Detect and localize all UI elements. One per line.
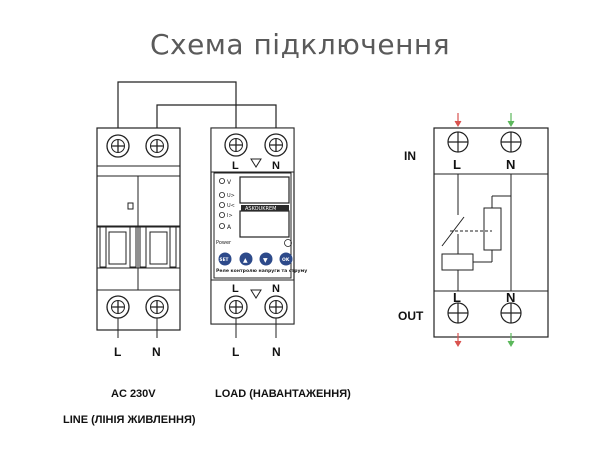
indicator-label-2: U<: [227, 203, 235, 209]
arrow-out-live-icon: [454, 333, 462, 347]
schematic-top-n: N: [506, 157, 515, 172]
relay-terminal-top-l: [224, 133, 248, 157]
arrow-in-live-icon: [454, 113, 462, 127]
page-title: Схема підключення: [149, 28, 451, 61]
set-button[interactable]: [218, 252, 232, 266]
down-button-label: ▼: [263, 257, 268, 264]
relay-terminal-bottom-n: [264, 295, 288, 319]
warning-triangle-icon: [250, 158, 262, 168]
current-display: [239, 210, 290, 238]
relay-buttons: [218, 252, 293, 266]
relay-wire-label-n: N: [272, 345, 281, 359]
indicator-label-1: U>: [227, 193, 235, 199]
breaker-terminal-bottom-n: [145, 295, 169, 319]
brand-strip: [241, 205, 289, 211]
relay-schematic: [433, 113, 549, 347]
relay-top-label-n: N: [272, 160, 280, 172]
indicator-leds: [218, 177, 225, 229]
indicator-label-3: I>: [227, 213, 233, 219]
breaker-terminal-top-n: [145, 134, 169, 158]
circuit-breaker: [96, 127, 181, 338]
ground-icon: [284, 239, 292, 247]
in-label: IN: [404, 149, 416, 163]
schematic-bottom-n: N: [506, 290, 515, 305]
out-label: OUT: [398, 309, 424, 323]
line-label: LINE (ЛІНІЯ ЖИВЛЕННЯ): [63, 414, 196, 426]
relay-top-label-l: L: [232, 160, 239, 172]
relay-wire-label-l: L: [232, 345, 239, 359]
indicator-label-4: A: [227, 224, 232, 231]
set-button-label: SET: [220, 257, 229, 263]
warning-triangle-bottom-icon: [250, 289, 262, 299]
ok-button-label: OK: [282, 257, 290, 263]
ok-button[interactable]: [279, 252, 293, 266]
relay-caption: Реле контролю напруги та струму: [216, 268, 307, 274]
up-button-label: ▲: [243, 257, 248, 264]
down-button[interactable]: [259, 252, 273, 266]
relay-terminal-top-n: [264, 133, 288, 157]
arrow-in-neutral-icon: [507, 113, 515, 127]
indicator-label-0: V: [227, 179, 232, 186]
power-label: Power: [216, 240, 232, 246]
arrow-out-neutral-icon: [507, 333, 515, 347]
relay-bottom-label-l: L: [232, 283, 239, 295]
load-label: LOAD (НАВАНТАЖЕННЯ): [215, 388, 351, 400]
voltage-relay: V U> U< I> A ASKOUKRЕМ Power SET ▲ ▼ OK …: [210, 127, 307, 338]
voltage-display: [239, 176, 290, 204]
breaker-label-n: N: [152, 345, 161, 359]
schematic-bottom-l: L: [453, 290, 461, 305]
voltage-label: AC 230V: [111, 388, 156, 400]
up-button[interactable]: [239, 252, 253, 266]
breaker-label-l: L: [114, 345, 121, 359]
breaker-terminal-top-l: [106, 134, 130, 158]
supply-wires: [117, 81, 277, 130]
breaker-terminal-bottom-l: [106, 295, 130, 319]
relay-terminal-bottom-l: [224, 295, 248, 319]
brand-name: ASKOUKRЕМ: [245, 206, 276, 212]
schematic-top-l: L: [453, 157, 461, 172]
relay-bottom-label-n: N: [272, 283, 280, 295]
